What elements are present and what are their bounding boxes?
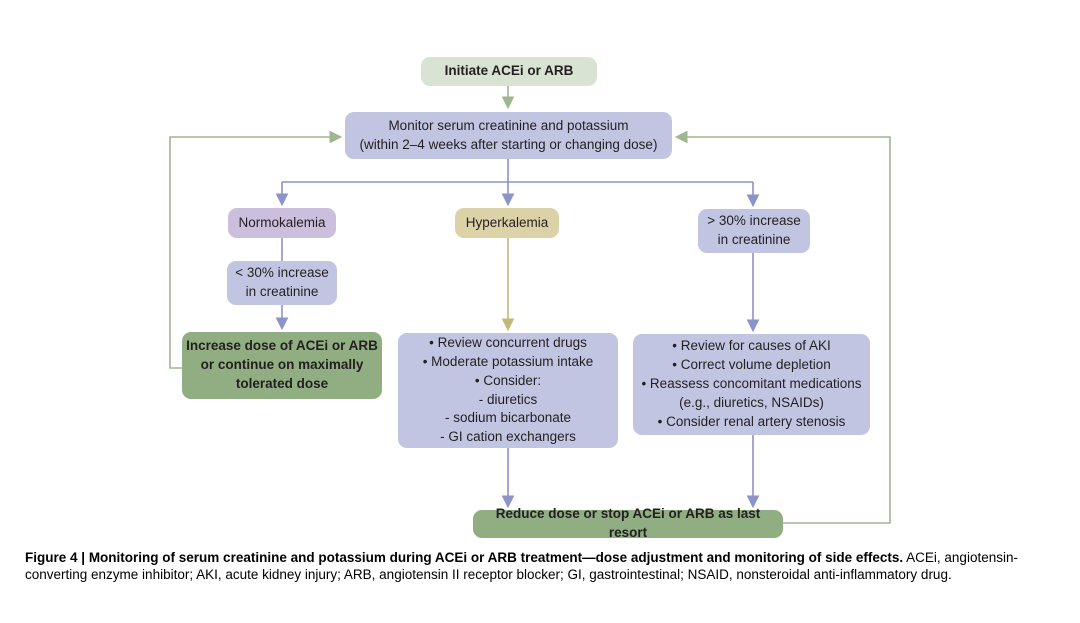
node-creatinine-lt30: < 30% increase in creatinine	[227, 261, 337, 305]
node-line: Monitor serum creatinine and potassium	[388, 117, 629, 133]
node-reduce-or-stop: Reduce dose or stop ACEi or ARB as last …	[473, 506, 783, 540]
node-label: Hyperkalemia	[465, 214, 549, 230]
action-item: • Consider renal artery stenosis	[657, 413, 846, 429]
node-hyperkalemia-actions: • Review concurrent drugs • Moderate pot…	[398, 333, 618, 448]
node-label: Reduce dose or stop ACEi or ARB as last …	[495, 506, 761, 540]
node-initiate-acei-arb: Initiate ACEi or ARB	[421, 57, 597, 86]
node-creatinine-gt30: > 30% increase in creatinine	[698, 209, 810, 253]
node-monitor-creatinine-potassium: Monitor serum creatinine and potassium (…	[345, 112, 672, 159]
figure-caption: Figure 4 | Monitoring of serum creatinin…	[25, 549, 1057, 583]
node-line: (within 2–4 weeks after starting or chan…	[359, 136, 658, 152]
node-line: in creatinine	[245, 284, 319, 299]
node-line: Increase dose of ACEi or ARB	[186, 338, 378, 354]
node-normokalemia: Normokalemia	[228, 208, 336, 238]
node-label: Initiate ACEi or ARB	[444, 63, 574, 79]
action-item: • Reassess concomitant medications	[641, 376, 862, 392]
action-item: • Review concurrent drugs	[429, 334, 587, 350]
action-subitem: - sodium bicarbonate	[444, 410, 572, 426]
action-item: • Consider:	[474, 372, 542, 388]
node-line: > 30% increase	[707, 213, 801, 229]
action-item: • Moderate potassium intake	[422, 353, 594, 369]
node-line: < 30% increase	[235, 265, 329, 281]
node-line: tolerated dose	[235, 375, 329, 391]
loop-increase-dose-to-monitor	[169, 130, 343, 369]
action-item: • Review for causes of AKI	[672, 338, 831, 354]
node-line: or continue on maximally	[200, 357, 364, 373]
node-hyperkalemia: Hyperkalemia	[455, 208, 559, 238]
caption-abbreviations: ACEi, angiotensin-converting enzyme inhi…	[25, 550, 1018, 583]
caption-title: Monitoring of serum creatinine and potas…	[88, 550, 904, 565]
action-subitem: (e.g., diuretics, NSAIDs)	[679, 394, 824, 410]
node-line: in creatinine	[717, 232, 791, 247]
action-subitem: - diuretics	[478, 391, 538, 407]
caption-figure-label: Figure 4 |	[25, 550, 86, 565]
node-aki-actions: • Review for causes of AKI • Correct vol…	[633, 334, 870, 435]
action-item: • Correct volume depletion	[672, 357, 831, 373]
loop-reduce-stop-to-monitor	[674, 130, 891, 524]
node-label: Normokalemia	[238, 214, 326, 230]
node-increase-dose: Increase dose of ACEi or ARB or continue…	[182, 332, 382, 399]
action-subitem: - GI cation exchangers	[440, 429, 576, 445]
